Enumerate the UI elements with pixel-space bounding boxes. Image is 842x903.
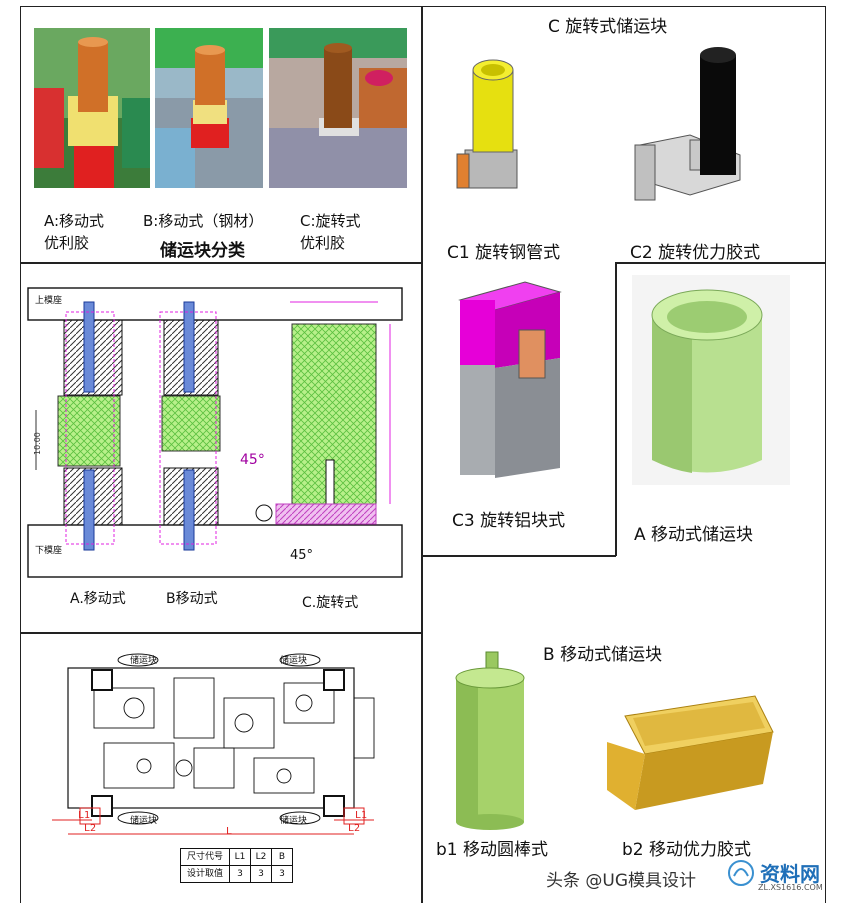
dim-l2-right: L2 — [348, 823, 361, 834]
dim-l1-left: L1 — [78, 810, 91, 821]
table-cell: 3 — [251, 866, 272, 883]
technical-drawing: 10.00 — [27, 287, 403, 578]
watermark-site: 资料网 — [760, 862, 820, 886]
table-cell: 3 — [230, 866, 251, 883]
b1-label: b1 移动圆棒式 — [436, 840, 549, 860]
a-mobile-block-render — [632, 275, 790, 485]
rotary-title: C 旋转式储运块 — [548, 17, 668, 37]
watermark-text: 头条 @UG模具设计 — [546, 871, 697, 891]
storage-tag-2: 储运块 — [280, 656, 308, 666]
dim-l2-left: L2 — [84, 823, 97, 834]
storage-tag-4: 储运块 — [280, 816, 308, 826]
b2-urethane-block-render — [607, 695, 774, 810]
c1-steel-tube-render — [456, 59, 518, 189]
outer-frame — [20, 6, 826, 903]
dim-l-total: L — [226, 826, 233, 837]
photo-a — [34, 28, 150, 188]
a-label: A 移动式储运块 — [634, 525, 754, 545]
layout-drawing — [52, 653, 375, 835]
table-cell: B — [272, 848, 293, 866]
c1-label: C1 旋转钢管式 — [447, 243, 561, 263]
b2-label: b2 移动优力胶式 — [622, 840, 752, 860]
divider-left-1 — [20, 262, 422, 264]
angle-label: 45° — [240, 452, 265, 468]
watermark-logo-icon — [728, 860, 754, 886]
caption-b: B:移动式（钢材） — [143, 212, 264, 230]
caption-a-line1: A:移动式 — [44, 212, 105, 230]
angle-label-c: 45° — [290, 548, 314, 563]
b-type-label: B移动式 — [166, 591, 218, 607]
c-type-label: C.旋转式 — [302, 595, 359, 611]
b1-round-bar-render — [455, 651, 525, 830]
divider-left-2 — [20, 632, 422, 634]
mobile-title: B 移动式储运块 — [543, 645, 663, 665]
table-cell: 设计取值 — [180, 866, 230, 883]
c2-label: C2 旋转优力胶式 — [630, 243, 761, 263]
photo-c — [269, 28, 407, 188]
c3-aluminium-block-render — [458, 281, 562, 478]
table-cell: L1 — [230, 848, 251, 866]
a-type-label: A.移动式 — [70, 591, 126, 607]
table-cell: L2 — [251, 848, 272, 866]
c3-label: C3 旋转铝块式 — [452, 511, 566, 531]
caption-c-line2: 优利胶 — [300, 234, 346, 252]
divider-right-box-v — [615, 262, 617, 556]
divider-right-box-h — [615, 262, 826, 264]
dimension-table: 尺寸代号 L1 L2 B 设计取值 3 3 3 — [180, 848, 293, 883]
table-cell: 3 — [272, 866, 293, 883]
vertical-divider — [421, 6, 423, 903]
divider-right-box — [421, 555, 616, 557]
dim-l1-right: L1 — [355, 810, 368, 821]
storage-tag-3: 储运块 — [130, 816, 158, 826]
top-plate-label: 上模座 — [35, 296, 63, 306]
storage-tag-1: 储运块 — [130, 656, 158, 666]
caption-c-line1: C:旋转式 — [300, 212, 361, 230]
caption-a-line2: 优利胶 — [44, 234, 90, 252]
bottom-plate-label: 下模座 — [35, 546, 63, 556]
watermark-site-url: ZL.XS1616.COM — [758, 883, 823, 892]
svg-text:10.00: 10.00 — [33, 432, 42, 455]
photo-b — [155, 28, 263, 188]
classification-heading: 储运块分类 — [160, 241, 245, 261]
c2-rotary-urethane-render — [634, 47, 741, 201]
table-cell: 尺寸代号 — [180, 848, 230, 866]
